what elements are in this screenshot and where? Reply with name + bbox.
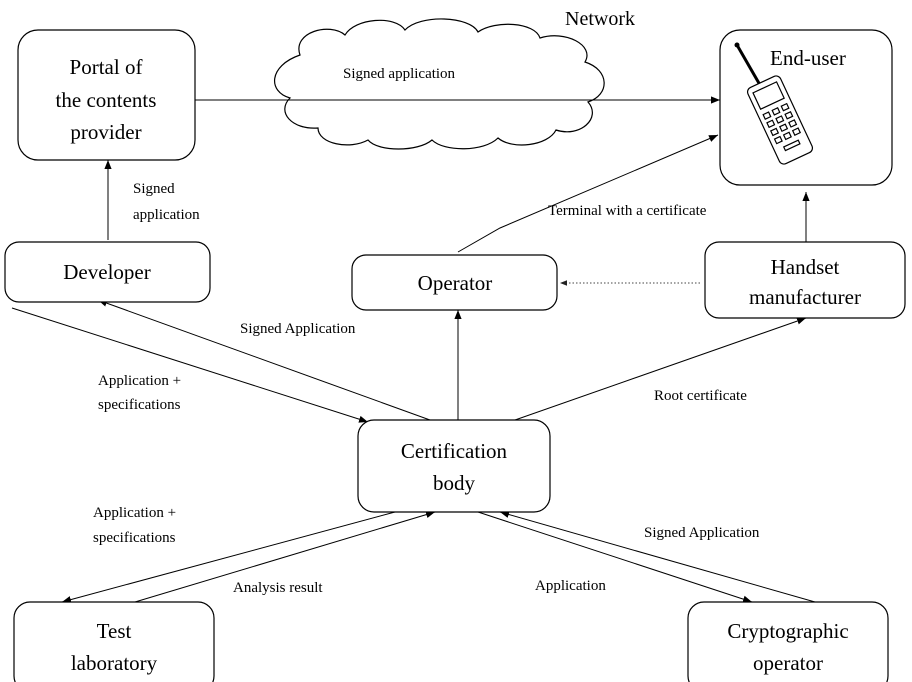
label-dev-portal-line1: Signed xyxy=(133,181,175,197)
network-label: Network xyxy=(565,8,635,30)
edge-labels: Signed application Signed application Te… xyxy=(93,66,760,596)
node-certbody-line2: body xyxy=(433,471,476,495)
cloud-icon xyxy=(274,18,605,150)
label-portal-enduser: Signed application xyxy=(343,66,456,82)
edges xyxy=(11,96,816,604)
node-portal-line3: provider xyxy=(70,120,141,144)
node-enduser: End-user xyxy=(719,29,893,186)
label-dev-cert-line1: Application + xyxy=(98,373,181,389)
edge-cert-handset xyxy=(514,317,807,421)
edge-cert-developer xyxy=(97,299,431,421)
node-certbody-line1: Certification xyxy=(401,439,508,463)
node-handset-line2: manufacturer xyxy=(749,285,861,309)
node-crypto: Cryptographic operator xyxy=(687,601,889,682)
label-operator-enduser: Terminal with a certificate xyxy=(548,203,707,219)
edge-operator-enduser xyxy=(457,134,719,253)
edge-crypto-cert xyxy=(499,511,816,603)
node-developer-label: Developer xyxy=(63,260,150,284)
node-handset: Handset manufacturer xyxy=(704,241,906,319)
edge-cert-testlab xyxy=(61,511,396,604)
node-handset-line1: Handset xyxy=(771,255,840,279)
label-dev-cert-line2: specifications xyxy=(98,397,181,413)
node-portal-line1: Portal of xyxy=(70,55,143,79)
edge-developer-cert xyxy=(11,307,369,423)
node-developer: Developer xyxy=(4,241,211,303)
mobile-phone-icon xyxy=(734,42,814,165)
node-enduser-label: End-user xyxy=(770,46,846,70)
node-testlab-line2: laboratory xyxy=(71,651,158,675)
label-cert-test-line1: Application + xyxy=(93,505,176,521)
node-portal-line2: the contents xyxy=(56,88,157,112)
node-portal: Portal of the contents provider xyxy=(17,29,196,161)
node-crypto-line2: operator xyxy=(753,651,823,675)
label-cert-dev: Signed Application xyxy=(240,321,356,337)
label-crypto-cert: Signed Application xyxy=(644,525,760,541)
node-certbody: Certification body xyxy=(357,419,551,513)
node-testlab: Test laboratory xyxy=(13,601,215,682)
label-test-cert: Analysis result xyxy=(233,580,323,596)
node-operator-label: Operator xyxy=(418,271,493,295)
label-cert-crypto: Application xyxy=(535,578,606,594)
edge-testlab-cert xyxy=(134,511,436,603)
node-testlab-line1: Test xyxy=(97,619,132,643)
edge-cert-crypto xyxy=(477,511,753,603)
node-crypto-line1: Cryptographic xyxy=(727,619,848,643)
label-cert-handset: Root certificate xyxy=(654,388,747,404)
label-dev-portal-line2: application xyxy=(133,207,200,223)
node-operator: Operator xyxy=(351,254,558,311)
label-cert-test-line2: specifications xyxy=(93,530,176,546)
